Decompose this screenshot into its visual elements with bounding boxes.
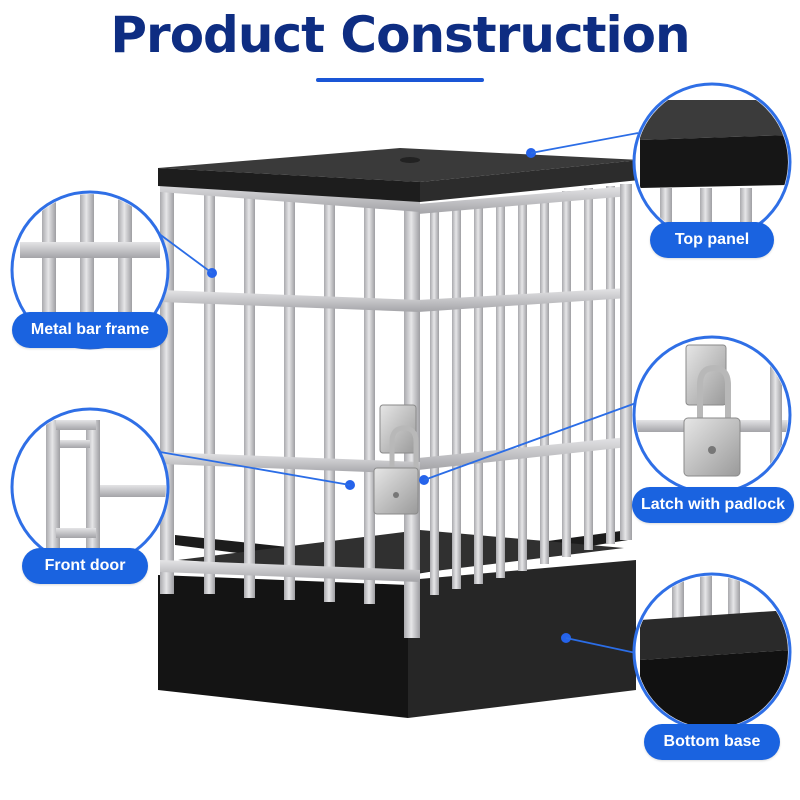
zoom-top-panel — [632, 82, 792, 242]
title-underline — [316, 78, 484, 82]
base-front-face — [158, 575, 408, 718]
metal-bar-frame-label: Metal bar frame — [12, 312, 168, 348]
cage — [158, 148, 640, 718]
top-panel-front — [158, 168, 420, 202]
latch-with-padlock-label: Latch with padlock — [632, 487, 794, 523]
zoom-latch-with-padlock — [632, 335, 792, 495]
bottom-base-label: Bottom base — [644, 724, 780, 760]
top-panel-label: Top panel — [650, 222, 774, 258]
zoom-bottom-base — [632, 572, 792, 732]
connector-lines — [157, 132, 639, 654]
side-bars — [418, 184, 632, 595]
padlock — [373, 404, 419, 515]
front-door-label: Front door — [22, 548, 148, 584]
top-panel-surface — [158, 148, 640, 182]
top-panel-side — [420, 160, 640, 202]
base-right-face — [408, 560, 636, 718]
zoom-front-door — [10, 407, 170, 567]
page-title: Product Construction — [110, 6, 690, 64]
